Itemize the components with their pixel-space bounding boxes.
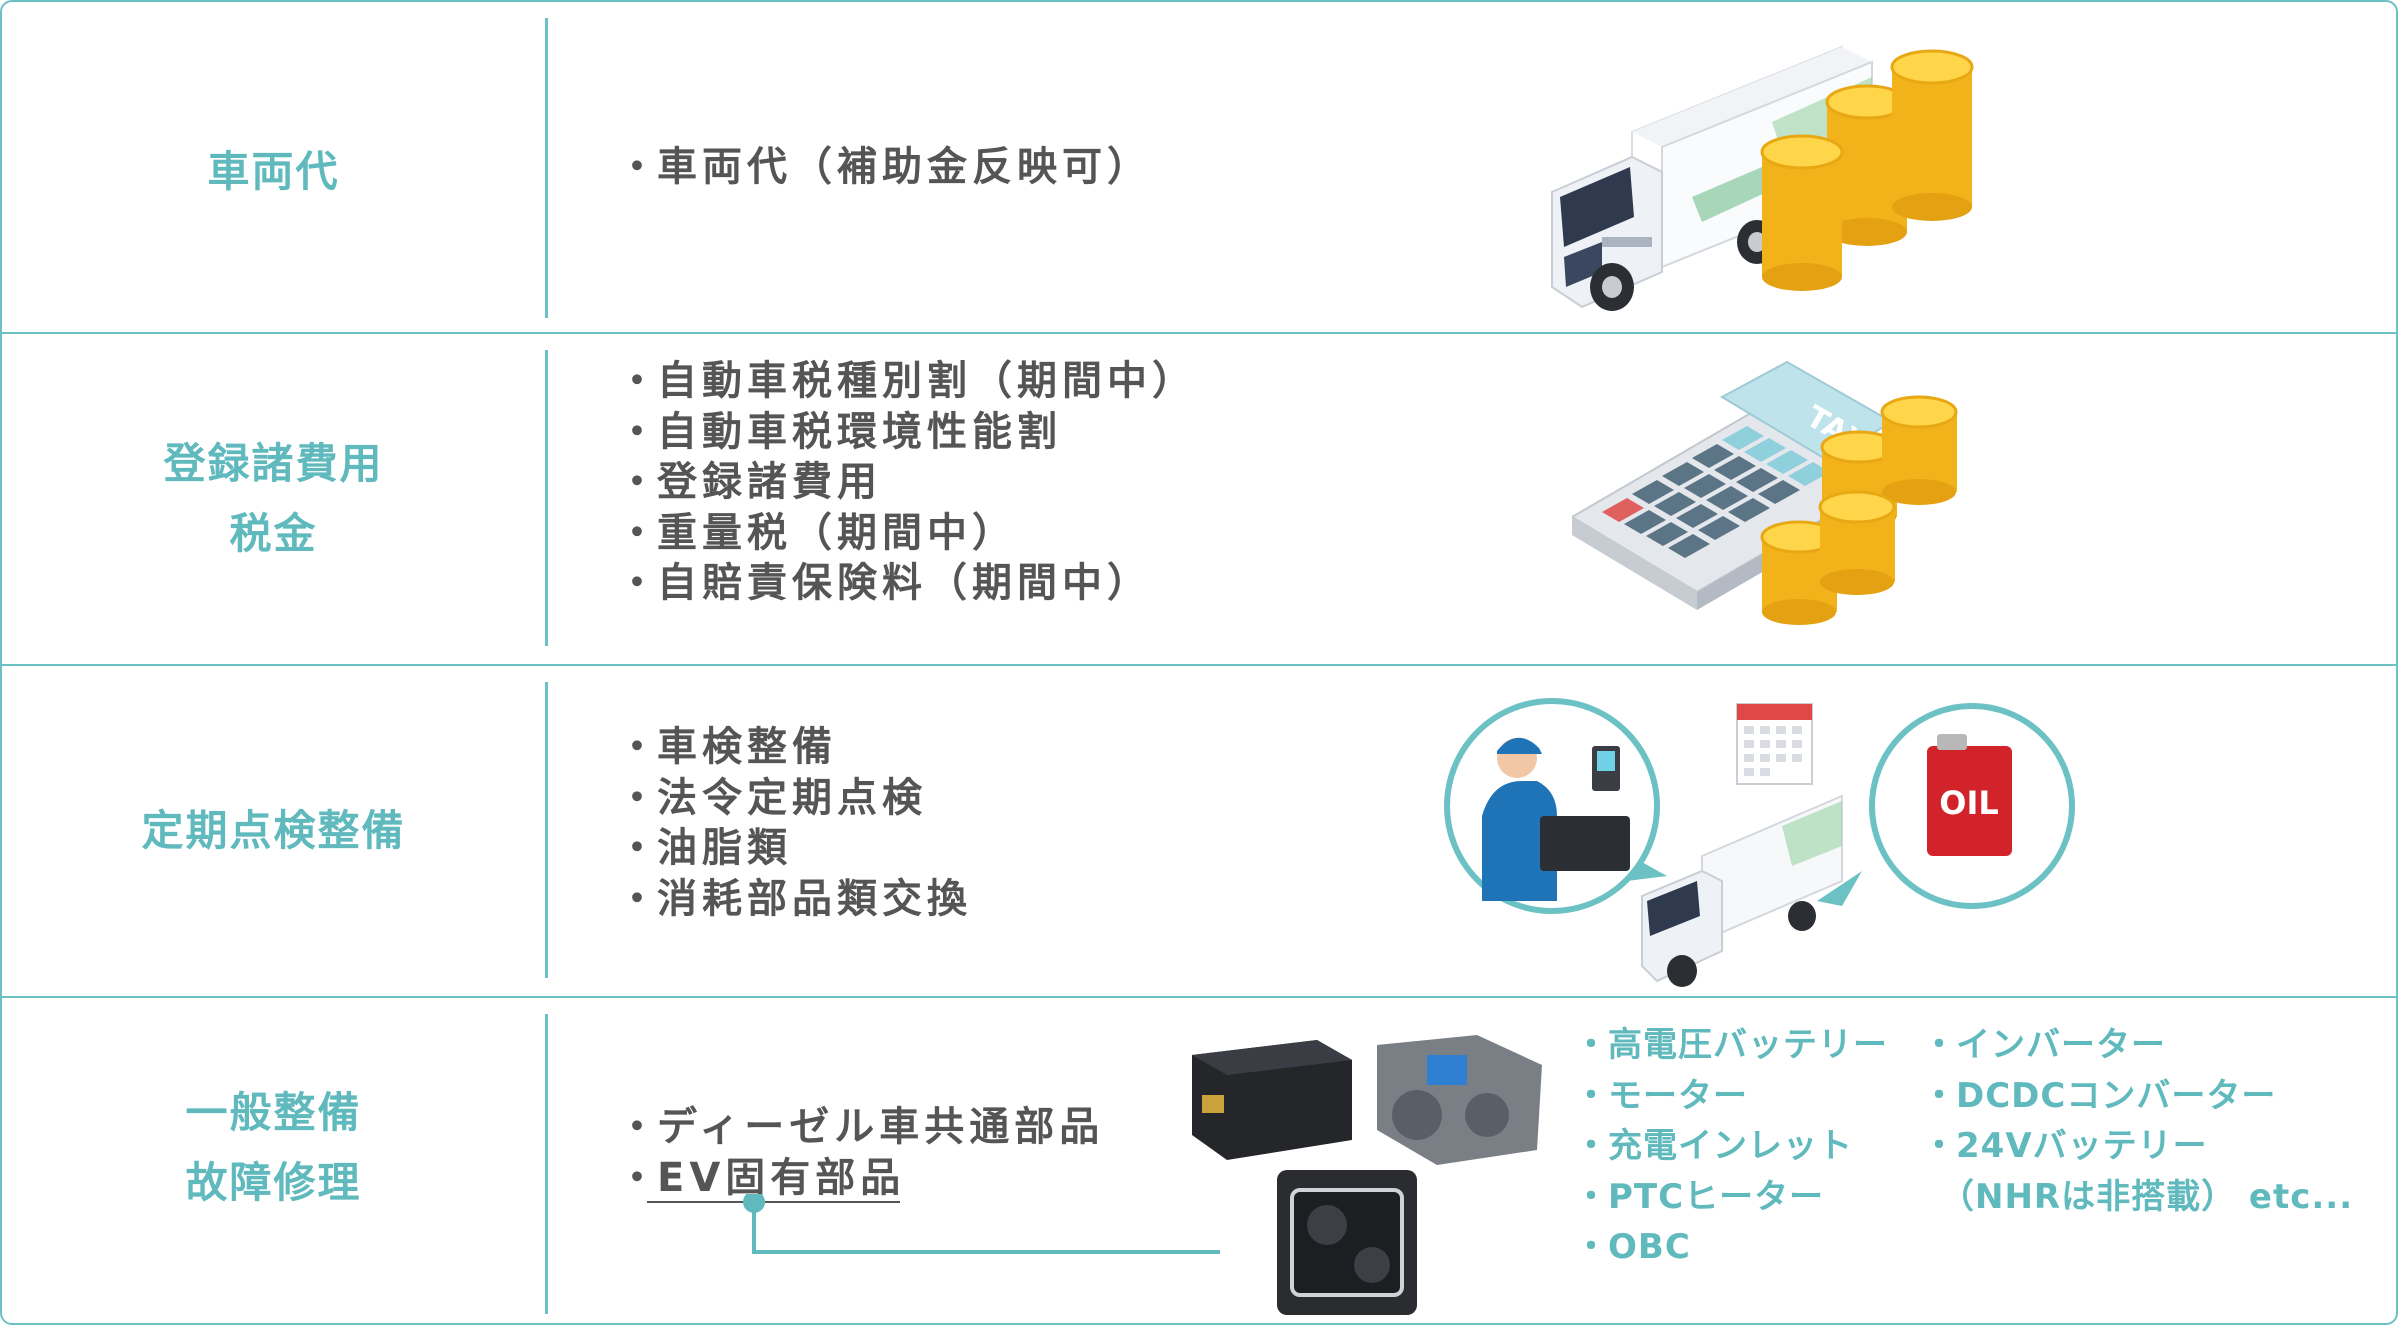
mechanic-icon xyxy=(1482,737,1630,901)
motor-icon xyxy=(1377,1035,1542,1165)
list-item-note: （NHRは非搭載） etc... xyxy=(1940,1176,2354,1217)
list-item: 24Vバッテリー xyxy=(1922,1121,2353,1172)
list-item: DCDCコンバーター xyxy=(1922,1071,2353,1122)
truck-icon xyxy=(1641,794,1843,987)
item-list: ディーゼル車共通部品 EV固有部品 xyxy=(617,1102,1104,1203)
row-registration-tax: 登録諸費用 税金 自動車税種別割（期間中） 自動車税環境性能割 登録諸費用 重量… xyxy=(2,332,2398,664)
row-periodic-maintenance: 定期点検整備 車検整備 法令定期点検 油脂類 消耗部品類交換 xyxy=(2,664,2398,996)
column-divider xyxy=(545,1014,548,1314)
list-item: 自動車税種別割（期間中） xyxy=(617,356,1197,407)
calendar-icon xyxy=(1736,703,1813,785)
item-list: 車検整備 法令定期点検 油脂類 消耗部品類交換 xyxy=(617,722,972,924)
column-divider xyxy=(545,18,548,318)
list-item: 充電インレット xyxy=(1574,1121,1888,1172)
oil-can-icon: OIL xyxy=(1927,734,2012,856)
list-item: 油脂類 xyxy=(617,823,972,874)
column-divider xyxy=(545,350,548,646)
list-item: 車両代（補助金反映可） xyxy=(617,142,1152,193)
list-item: 高電圧バッテリー xyxy=(1574,1020,1888,1071)
list-item: 登録諸費用 xyxy=(617,457,1197,508)
tax-calculator-illustration: TAX xyxy=(1572,360,1958,625)
battery-icon xyxy=(1192,1040,1352,1160)
list-item: EV固有部品 xyxy=(617,1153,1104,1204)
oil-label: OIL xyxy=(1939,784,1999,822)
list-item: ディーゼル車共通部品 xyxy=(617,1102,1104,1153)
list-item: OBC xyxy=(1574,1222,1888,1273)
list-item: 自賠責保険料（期間中） xyxy=(617,558,1197,609)
row-vehicle-cost: 車両代 車両代（補助金反映可） xyxy=(2,2,2398,332)
row-category-label: 登録諸費用 税金 xyxy=(163,439,384,558)
row-category-label: 車両代 xyxy=(207,147,340,196)
ev-parts-connector xyxy=(647,1194,1220,1254)
row-category-label: 一般整備 故障修理 xyxy=(185,1088,362,1207)
list-item: 重量税（期間中） xyxy=(617,508,1197,559)
ev-parts-list-1: 高電圧バッテリー モーター 充電インレット PTCヒーター OBC xyxy=(1574,1020,1888,1273)
charging-inlet-icon xyxy=(1277,1170,1417,1315)
maintenance-illustration: OIL xyxy=(1444,698,2075,987)
row-category-label: 定期点検整備 xyxy=(141,806,406,855)
item-list: 自動車税種別割（期間中） 自動車税環境性能割 登録諸費用 重量税（期間中） 自賠… xyxy=(617,356,1197,609)
list-item: PTCヒーター xyxy=(1574,1172,1888,1223)
ev-component-photos xyxy=(1192,1035,1542,1315)
list-item: 車検整備 xyxy=(617,722,972,773)
ev-parts-list-2: インバーター DCDCコンバーター 24Vバッテリー （NHRは非搭載） etc… xyxy=(1922,1020,2353,1222)
row-general-repair: 一般整備 故障修理 ディーゼル車共通部品 EV固有部品 xyxy=(2,996,2398,1327)
list-item: 自動車税環境性能割 xyxy=(617,407,1197,458)
list-item: 法令定期点検 xyxy=(617,773,972,824)
item-list: 車両代（補助金反映可） xyxy=(617,142,1152,193)
column-divider xyxy=(545,682,548,978)
list-item: 消耗部品類交換 xyxy=(617,874,972,925)
truck-with-coins-illustration xyxy=(1551,45,1974,311)
list-item: インバーター xyxy=(1922,1020,2353,1071)
list-item: モーター xyxy=(1574,1071,1888,1122)
